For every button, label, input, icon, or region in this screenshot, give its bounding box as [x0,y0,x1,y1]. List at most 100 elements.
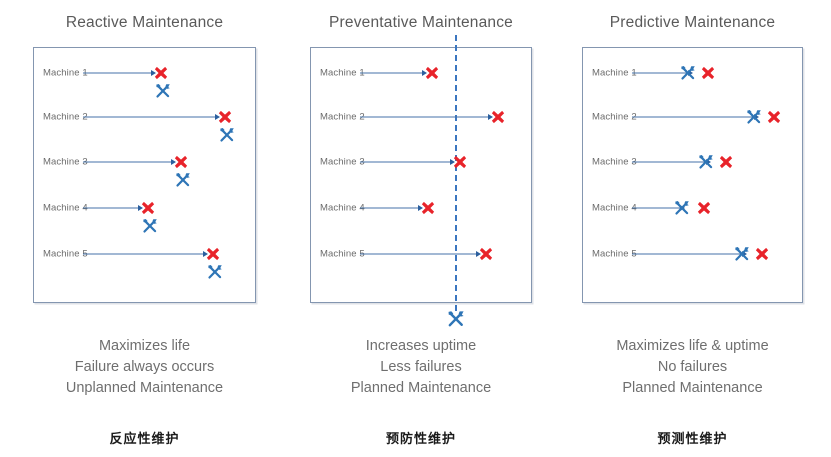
caption-line: Unplanned Maintenance [65,380,224,396]
machine-row: Machine 3 [0,152,831,172]
red-x-icon [206,247,221,262]
arrow-right-icon [450,159,455,165]
machine-row: Machine 3 [0,152,831,172]
machine-label: Machine 2 [43,111,88,123]
caption-line: Failure always occurs [74,359,215,375]
red-x-icon [154,66,169,81]
machine-row: Machine 2 [0,107,831,127]
machine-label: Machine 1 [43,67,88,79]
arrow-right-icon [203,251,208,257]
timeline-arrow-shaft [83,253,203,255]
caption-line: Increases uptime [365,338,477,354]
machine-row: Machine 1 [0,63,831,83]
timeline-arrow-shaft [632,207,680,209]
red-x-icon [479,247,494,262]
timeline-arrow-shaft [632,72,688,74]
machine-row: Machine 2 [0,107,831,127]
machine-row: Machine 1 [0,63,831,98]
red-x-icon [767,110,782,125]
machine-row: Machine 2 [0,107,831,142]
timeline-arrow-shaft [360,72,422,74]
arrow-right-icon [138,205,143,211]
red-x-icon [697,201,712,216]
machine-label: Machine 3 [320,156,365,168]
caption-line: Maximizes life [98,338,191,354]
machine-label: Machine 2 [320,111,365,123]
machine-label: Machine 5 [592,248,637,260]
preventative-threshold-line [455,35,457,311]
wrench-screwdriver-icon [142,218,159,235]
panel-title-preventative: Preventative Maintenance [328,14,514,31]
machine-label: Machine 4 [592,202,637,214]
machine-label: Machine 1 [320,67,365,79]
machine-label: Machine 4 [320,202,365,214]
panel-chinese-caption-reactive: 反应性维护 [109,432,180,447]
timeline-arrow-shaft [632,116,754,118]
arrow-right-icon [476,251,481,257]
machine-label: Machine 1 [592,67,637,79]
red-x-icon [425,66,440,81]
arrow-right-icon [488,114,493,120]
panel-chinese-caption-predictive: 预测性维护 [657,432,728,447]
machine-row: Machine 4 [0,198,831,218]
wrench-screwdriver-icon [447,310,466,329]
wrench-screwdriver-icon [155,83,172,100]
machine-label: Machine 4 [43,202,88,214]
red-x-icon [719,155,734,170]
arrow-right-icon [754,114,759,120]
red-x-icon [755,247,770,262]
timeline-arrow-shaft [83,161,171,163]
machine-row: Machine 1 [0,63,831,83]
machine-row: Machine 4 [0,198,831,233]
arrow-right-icon [422,70,427,76]
red-x-icon [491,110,506,125]
machine-label: Machine 3 [43,156,88,168]
caption-line: Maximizes life & uptime [616,338,769,354]
arrow-right-icon [706,159,711,165]
red-x-icon [701,66,716,81]
caption-line: No failures [657,359,728,375]
machine-label: Machine 5 [320,248,365,260]
red-x-icon [453,155,468,170]
arrow-right-icon [688,70,693,76]
wrench-screwdriver-icon [175,172,192,189]
timeline-arrow-shaft [632,253,742,255]
panel-title-reactive: Reactive Maintenance [65,14,224,31]
wrench-screwdriver-icon [698,154,715,171]
wrench-screwdriver-icon [219,127,236,144]
chart-box-predictive [582,47,803,303]
wrench-screwdriver-icon [734,246,751,263]
timeline-arrow-shaft [360,161,450,163]
timeline-arrow-shaft [360,116,488,118]
chart-box-reactive [33,47,256,303]
machine-label: Machine 5 [43,248,88,260]
timeline-arrow-shaft [83,72,151,74]
red-x-icon [218,110,233,125]
panel-title-predictive: Predictive Maintenance [609,14,776,31]
timeline-arrow-shaft [83,207,138,209]
wrench-screwdriver-icon [746,109,763,126]
timeline-arrow-shaft [360,207,418,209]
caption-line: Planned Maintenance [350,380,492,396]
machine-row: Machine 4 [0,198,831,218]
chart-box-preventative [310,47,532,303]
machine-row: Machine 3 [0,152,831,187]
arrow-right-icon [151,70,156,76]
timeline-arrow-shaft [632,161,706,163]
panel-chinese-caption-preventative: 预防性维护 [385,432,456,447]
timeline-arrow-shaft [360,253,476,255]
wrench-screwdriver-icon [207,264,224,281]
arrow-right-icon [742,251,747,257]
arrow-right-icon [418,205,423,211]
caption-line: Less failures [380,359,462,375]
timeline-arrow-shaft [83,116,215,118]
arrow-right-icon [215,114,220,120]
machine-label: Machine 2 [592,111,637,123]
machine-row: Machine 5 [0,244,831,264]
